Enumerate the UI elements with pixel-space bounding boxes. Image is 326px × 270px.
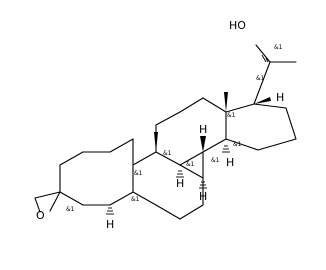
stereo-label: &1 [186, 161, 195, 168]
hydrogen-label: H [199, 190, 207, 203]
wedge-bonds [154, 92, 271, 152]
atom-labels: HO O H H H H H H [36, 19, 284, 231]
epoxide-oxygen-label: O [36, 209, 45, 222]
stereo-label: &1 [66, 206, 75, 213]
hashed-bonds [106, 54, 269, 215]
hydroxyl-label: HO [229, 19, 246, 32]
hydrogen-label: H [176, 177, 184, 190]
hydrogen-label: H [276, 91, 284, 104]
stereo-label: &1 [227, 112, 236, 119]
hydrogen-label: H [199, 123, 207, 136]
hydrogen-label: H [106, 218, 114, 231]
bond-lines [34, 44, 297, 220]
stereo-label: &1 [233, 141, 242, 148]
stereo-labels: &1 &1 &1 &1 &1 &1 &1 &1 &1 &1 [66, 44, 283, 213]
stereo-label: &1 [134, 170, 143, 177]
stereo-label: &1 [163, 150, 172, 157]
stereo-label: &1 [274, 44, 283, 51]
hydrogen-label: H [226, 156, 234, 169]
stereo-label: &1 [211, 157, 220, 164]
stereo-label: &1 [256, 75, 265, 82]
stereo-label: &1 [131, 196, 140, 203]
